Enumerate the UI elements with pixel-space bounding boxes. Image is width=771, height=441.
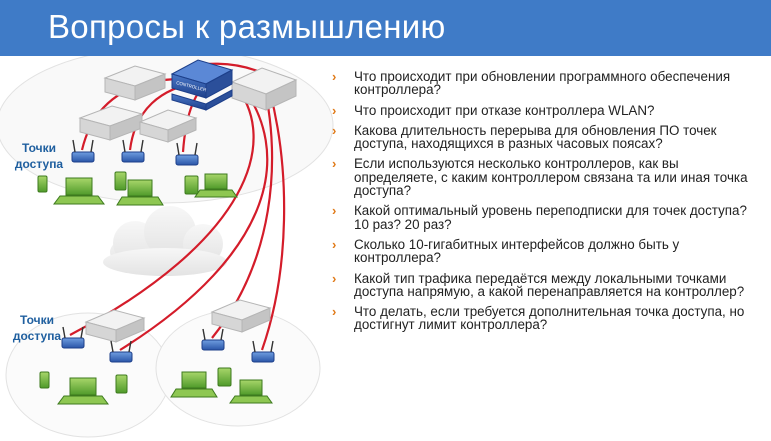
- switch-top-right-small: [138, 109, 198, 143]
- laptop-top-1: [53, 177, 105, 205]
- question-text: Какой оптимальный уровень переподписки д…: [354, 203, 747, 232]
- ap-top-2: [121, 139, 145, 163]
- question-item: › Если используются несколько контроллеро…: [332, 157, 762, 197]
- question-text: Сколько 10-гигабитных интерфейсов должно…: [354, 236, 680, 266]
- ap-bottom-right-2: [251, 340, 275, 363]
- question-text: Что происходит при отказе контроллера WL…: [354, 102, 655, 118]
- wlan-controller: CONTROLLER: [170, 59, 234, 111]
- chevron-right-icon: ›: [332, 304, 337, 320]
- question-item: › Что происходит при обновлении программн…: [332, 70, 762, 97]
- chevron-right-icon: ›: [332, 156, 337, 172]
- ap-label-top-text: Точки доступа: [14, 141, 64, 171]
- ap-bottom-left-2: [109, 340, 133, 363]
- phone-top-1: [37, 175, 48, 193]
- switch-top-left: [103, 65, 167, 101]
- laptop-bottom-right-2: [229, 379, 273, 404]
- chevron-right-icon: ›: [332, 69, 337, 84]
- phone-bottom-left: [39, 371, 50, 389]
- controller-links: [69, 62, 286, 351]
- tablet-top-1: [114, 171, 127, 191]
- title-bar: Вопросы к размышлению: [0, 0, 771, 56]
- question-item: › Какой тип трафика передаётся между лока…: [332, 270, 762, 299]
- question-text: Если используются несколько контроллеров…: [354, 156, 748, 199]
- question-item: › Что происходит при отказе контроллера W…: [332, 102, 762, 118]
- tablet-top-2: [184, 175, 199, 195]
- question-item: › Какова длительность перерыва для обновл…: [332, 124, 762, 151]
- slide-title: Вопросы к размышлению: [48, 8, 446, 45]
- question-item: › Что делать, если требуется дополнительн…: [332, 305, 762, 332]
- switch-bottom-right: [210, 299, 272, 333]
- network-diagram: CONTROLLER: [0, 56, 334, 438]
- question-text: Какой тип трафика передаётся между локал…: [354, 270, 745, 299]
- question-item: › Какой оптимальный уровень переподписки …: [332, 204, 762, 231]
- wan-cloud: [103, 206, 227, 276]
- ap-top-3: [175, 142, 199, 166]
- question-item: › Сколько 10-гигабитных интерфейсов должн…: [332, 238, 762, 265]
- tablet-bottom-left: [115, 374, 128, 394]
- ap-label-bottom: Точки доступа: [4, 312, 70, 344]
- ap-label-bottom-text: Точки доступа: [12, 313, 62, 343]
- chevron-right-icon: ›: [332, 236, 337, 252]
- laptop-bottom-right-1: [170, 371, 218, 398]
- ap-bottom-right-1: [201, 328, 225, 351]
- chevron-right-icon: ›: [332, 122, 337, 138]
- laptop-bottom-left-1: [57, 377, 109, 405]
- tablet-bottom-right: [217, 367, 232, 387]
- question-text: Что происходит при обновлении программно…: [354, 69, 731, 98]
- chevron-right-icon: ›: [332, 203, 337, 219]
- switch-top-mid: [78, 105, 144, 141]
- chevron-right-icon: ›: [332, 102, 337, 118]
- question-text: Какова длительность перерыва для обновле…: [354, 122, 717, 152]
- ap-label-top: Точки доступа: [6, 140, 72, 172]
- laptop-top-2: [116, 179, 164, 206]
- laptop-top-3: [194, 173, 238, 198]
- question-list: › Что происходит при обновлении программн…: [332, 70, 762, 339]
- link-ap-br-2: [260, 91, 286, 351]
- switch-bottom-left: [84, 309, 146, 343]
- chevron-right-icon: ›: [332, 270, 337, 286]
- ap-top-1: [71, 139, 95, 163]
- ap-bottom-left-1: [61, 326, 85, 349]
- link-ap-bl-2: [119, 85, 269, 351]
- link-ap-bl-1: [69, 84, 255, 336]
- question-text: Что делать, если требуется дополнительна…: [354, 304, 745, 333]
